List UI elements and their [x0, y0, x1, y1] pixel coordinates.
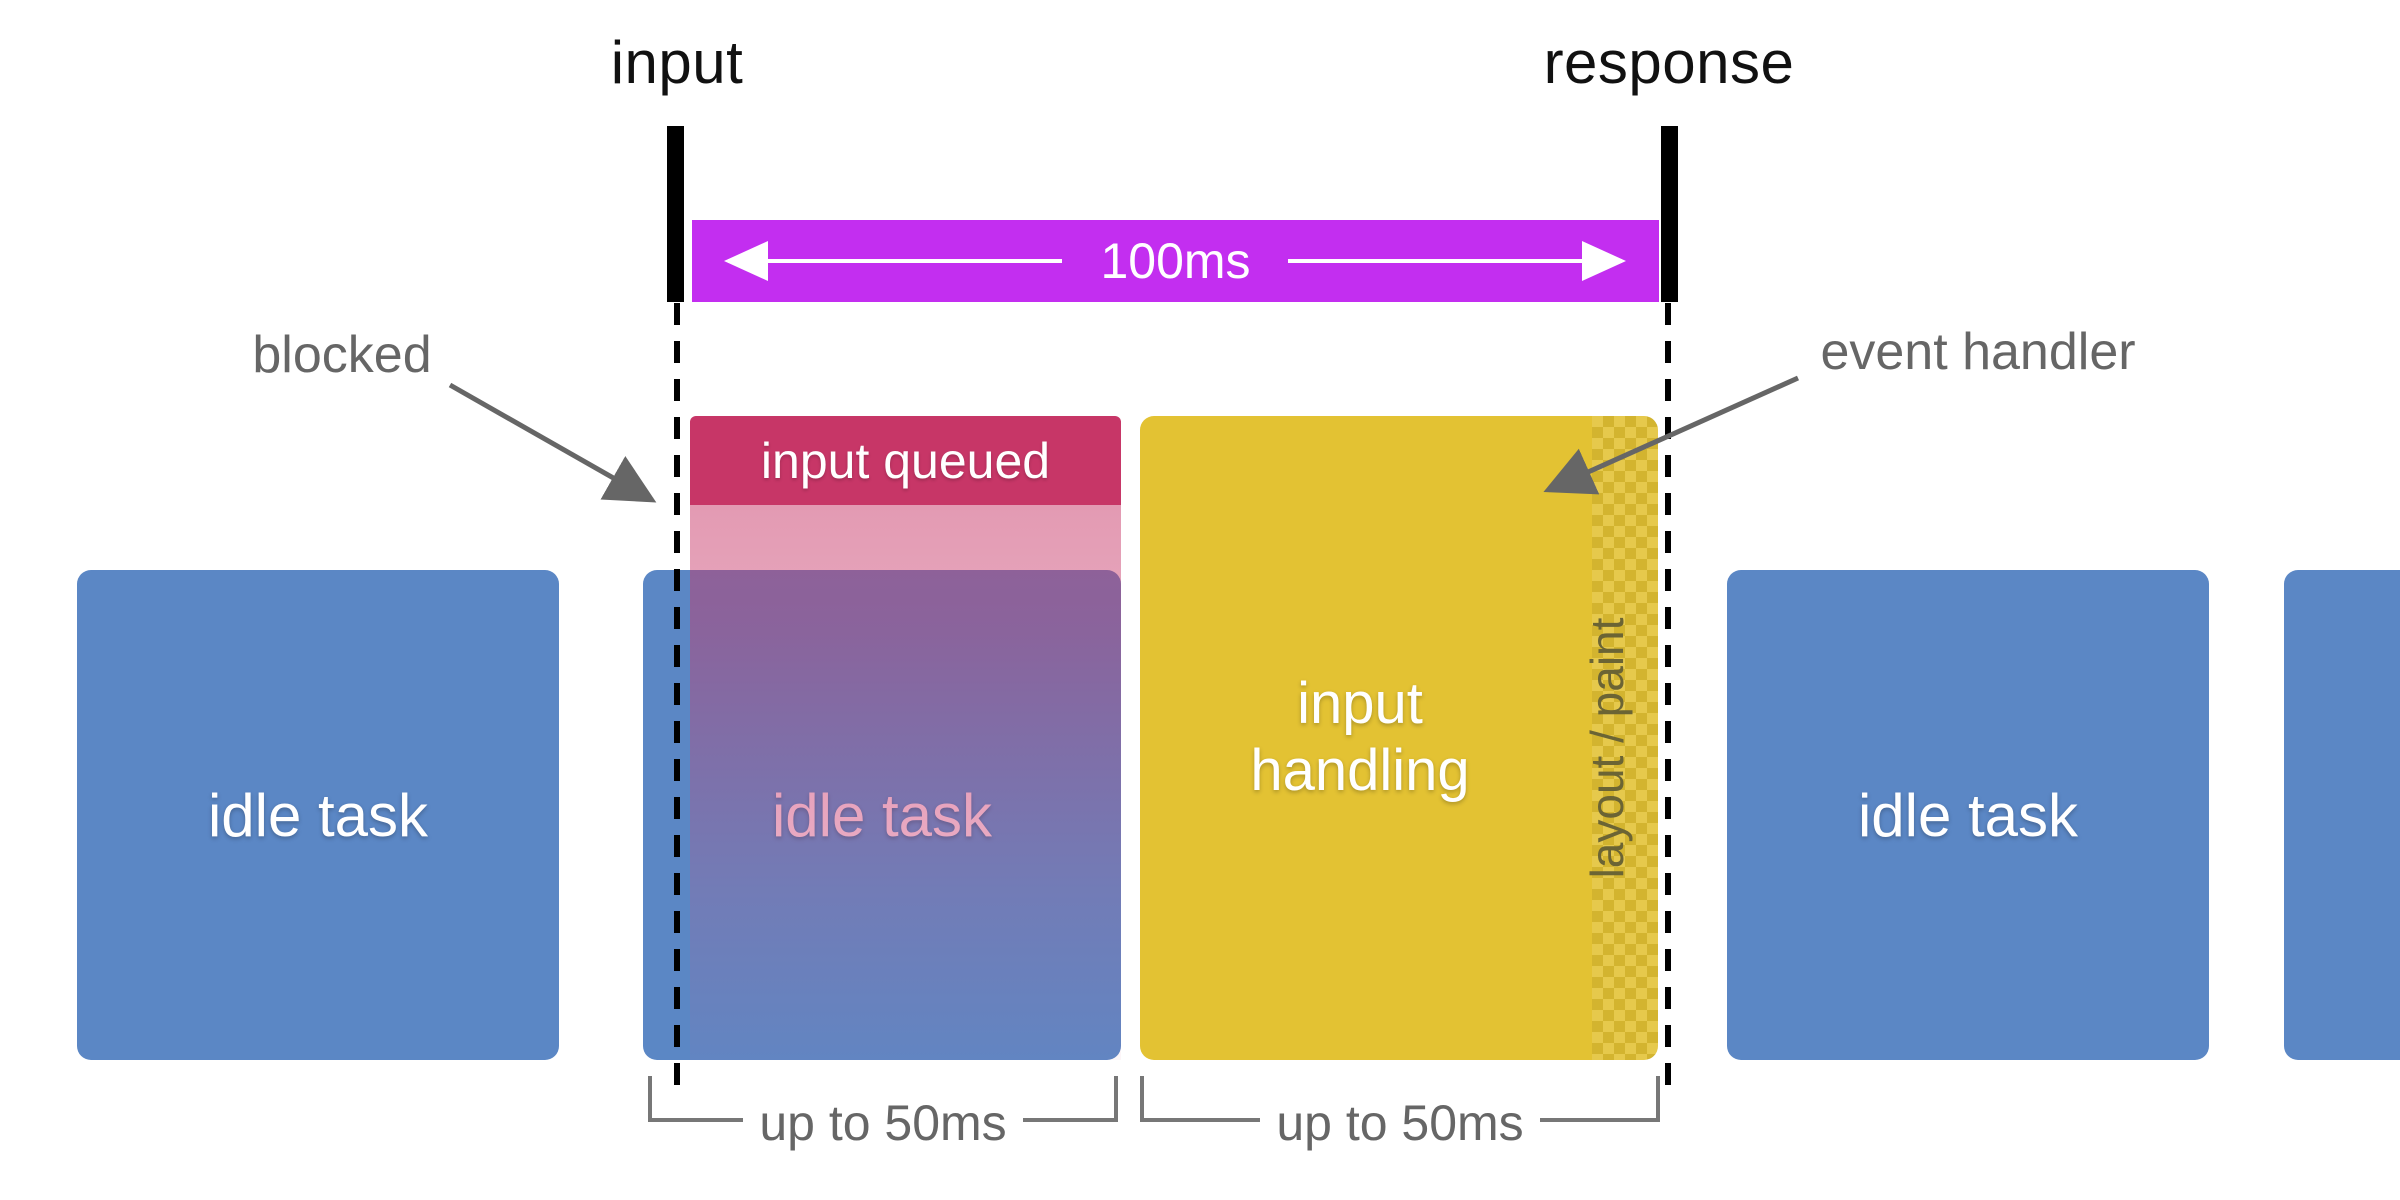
input-queued-label: input queued [760, 432, 1051, 489]
bracket-line [1022, 1076, 1114, 1122]
idle-task-box-2: idle task [643, 570, 1121, 1060]
input-handling-box: input handling [1140, 416, 1658, 1060]
bracket-line [1144, 1076, 1261, 1122]
idle-task-label: idle task [207, 781, 429, 849]
bracket-line [652, 1076, 744, 1122]
blocked-label: blocked [252, 326, 432, 384]
duration-label: 100ms [1100, 233, 1251, 289]
right-range-bracket: up to 50ms [1140, 1076, 1660, 1148]
bracket-tick [648, 1076, 652, 1122]
response-label: response [1543, 29, 1795, 96]
idle-task-box-1: idle task [77, 570, 559, 1060]
blocked-arrow-icon [448, 382, 657, 503]
duration-double-arrow-icon [724, 241, 1626, 281]
left-range-bracket: up to 50ms [648, 1076, 1118, 1148]
idle-task-box-3: idle task [1727, 570, 2209, 1060]
bracket-tick [1656, 1076, 1660, 1122]
bracket-line [1539, 1076, 1656, 1122]
bracket-tick [1114, 1076, 1118, 1122]
response-dashed-line [1665, 303, 1671, 1085]
input-label: input [610, 29, 744, 96]
input-handling-label: input handling [1250, 671, 1470, 803]
layout-paint-label: layout / paint [1581, 617, 1633, 879]
event-handler-label: event handler [1820, 323, 2136, 381]
input-queued-box: input queued [690, 416, 1121, 505]
right-bracket-label: up to 50ms [1276, 1095, 1524, 1151]
idle-task-label: idle task [771, 781, 993, 849]
idle-task-box-4 [2284, 570, 2400, 1060]
bracket-tick [1140, 1076, 1144, 1122]
duration-bar: 100ms [692, 220, 1659, 302]
left-bracket-label: up to 50ms [759, 1095, 1007, 1151]
input-dashed-line [674, 303, 680, 1085]
idle-task-label: idle task [1857, 781, 2079, 849]
response-marker-bar [1661, 126, 1678, 302]
input-marker-bar [667, 126, 684, 302]
